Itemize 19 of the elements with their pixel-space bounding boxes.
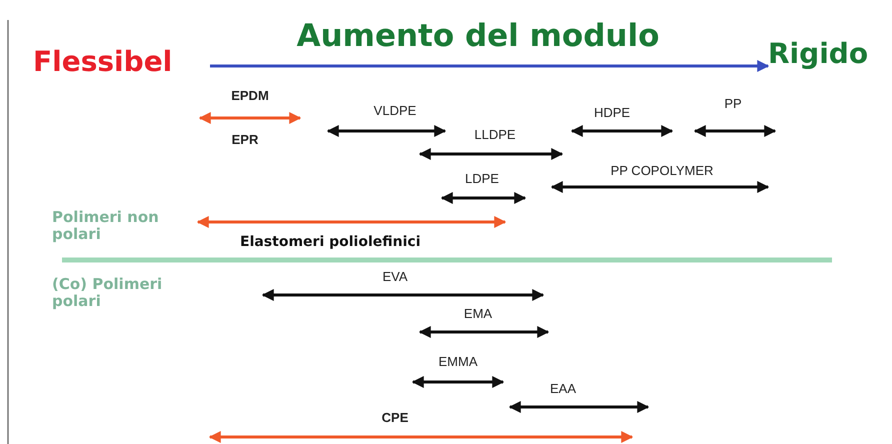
group-label: Polimeri non polari (52, 209, 160, 244)
polymer-label: EVA (382, 269, 408, 284)
group-label: (Co) Polimeri polari (52, 276, 164, 310)
polymer-label: EPR (232, 132, 258, 147)
scale-end-label: Flessibel (33, 45, 172, 78)
polymer-label: LLDPE (474, 127, 516, 142)
polymer-label: LDPE (465, 171, 499, 186)
polymer-label: HDPE (594, 105, 630, 120)
polymer-label: EAA (550, 381, 576, 396)
polymer-label: EPDM (231, 88, 269, 103)
polymer-label: Elastomeri poliolefinici (240, 234, 421, 250)
polymer-label: EMMA (438, 354, 478, 369)
polymer-label: PP COPOLYMER (610, 163, 714, 178)
polymer-label: PP (724, 96, 742, 111)
polymer-label: EMA (464, 306, 492, 321)
polymer-label: CPE (382, 410, 408, 425)
axis-title: Aumento del modulo (296, 18, 660, 54)
scale-end-label: Rigido (768, 37, 868, 70)
polymer-label: VLDPE (374, 103, 416, 118)
